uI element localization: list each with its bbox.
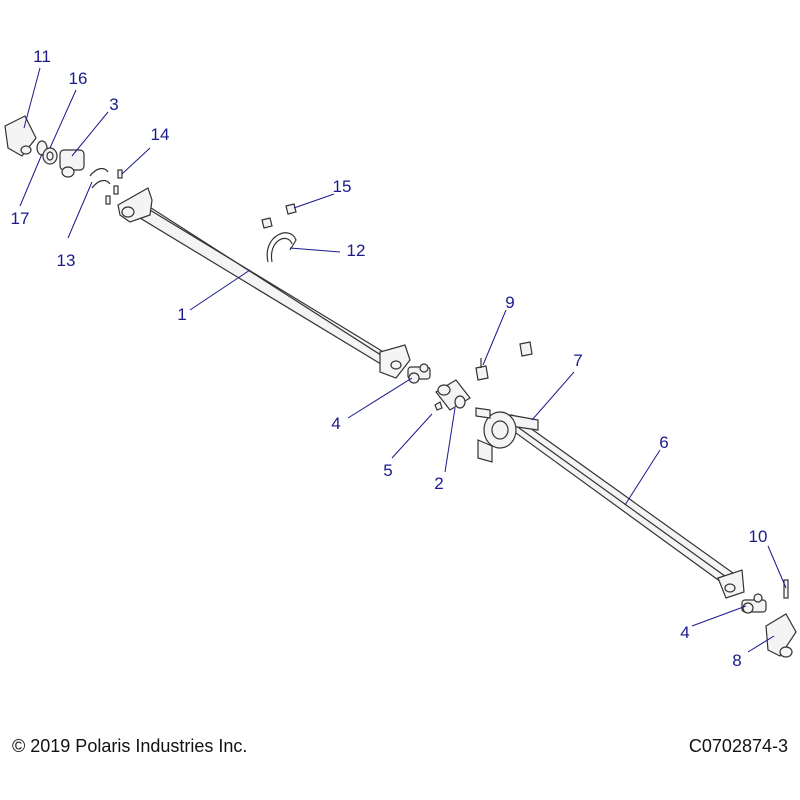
- shaft-coupler: [435, 379, 471, 411]
- callout-5: 5: [383, 461, 392, 480]
- leader-lines: [19, 67, 787, 653]
- callout-4-rear: 4: [680, 623, 689, 642]
- strap-bolts: [105, 169, 123, 205]
- callout-3: 3: [109, 95, 118, 114]
- rear-yoke: [765, 613, 797, 658]
- front-seal: [42, 147, 58, 165]
- copyright-notice: © 2019 Polaris Industries Inc.: [12, 736, 248, 756]
- callout-8: 8: [732, 651, 741, 670]
- front-prop-shaft: [117, 187, 411, 379]
- callout-7: 7: [573, 351, 582, 370]
- u-joint-rear: [741, 593, 767, 614]
- grease-fitting: [434, 401, 443, 411]
- retaining-straps: [89, 167, 111, 189]
- roll-pin: [783, 579, 789, 599]
- callout-14: 14: [151, 125, 170, 144]
- callout-10: 10: [749, 527, 768, 546]
- callout-9: 9: [505, 293, 514, 312]
- callout-15: 15: [333, 177, 352, 196]
- callout-12: 12: [347, 241, 366, 260]
- callout-4-center: 4: [331, 414, 340, 433]
- carrier-bearing: [475, 407, 539, 463]
- callout-17: 17: [11, 209, 30, 228]
- callout-11: 11: [33, 47, 51, 66]
- wire-clamp: [266, 232, 297, 263]
- front-u-joint: [59, 149, 85, 178]
- callout-2: 2: [434, 474, 443, 493]
- callout-13: 13: [57, 251, 76, 270]
- callout-16: 16: [69, 69, 88, 88]
- rear-prop-shaft: [504, 414, 745, 599]
- front-yoke: [4, 115, 37, 157]
- figure-id: C0702874-3: [688, 736, 788, 756]
- u-joint-center: [407, 363, 431, 384]
- callout-1: 1: [177, 305, 186, 324]
- callout-6: 6: [659, 433, 668, 452]
- carrier-bolts: [475, 341, 533, 381]
- clamp-screws: [261, 203, 297, 229]
